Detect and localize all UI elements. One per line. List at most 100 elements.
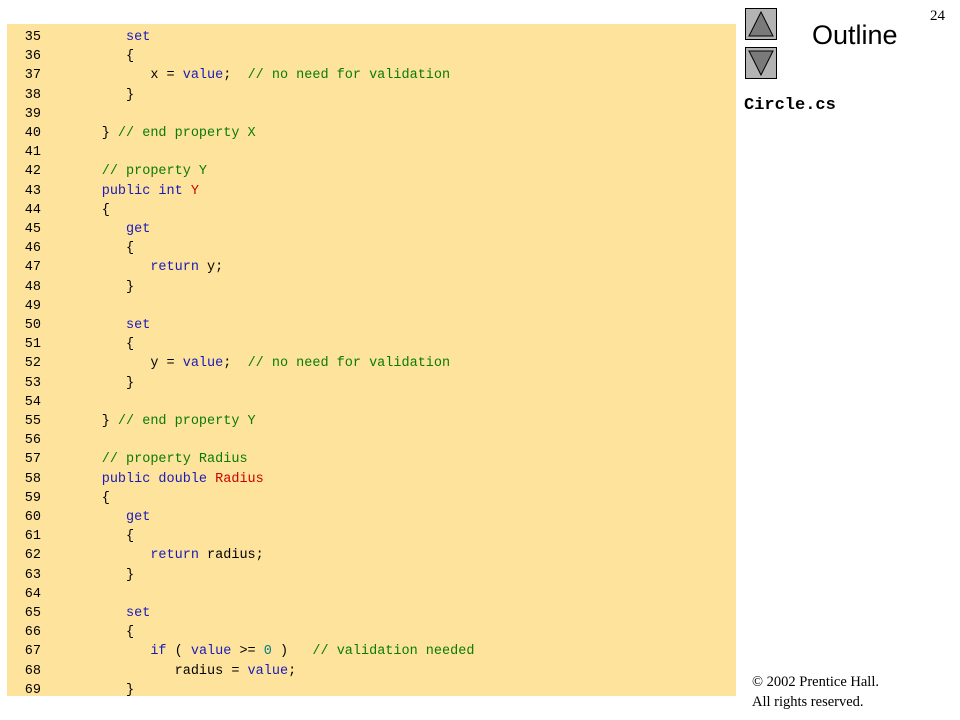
code-token: y = — [45, 356, 183, 372]
code-token: return — [150, 548, 208, 564]
line-number: 52 — [24, 356, 41, 372]
code-token: public double — [101, 471, 216, 487]
code-line: 60 get — [7, 508, 151, 527]
next-slide-button[interactable] — [745, 47, 777, 79]
code-token — [45, 260, 150, 275]
code-line: 48 } — [7, 278, 134, 297]
code-line: 53 } — [7, 374, 134, 393]
code-token: set — [126, 606, 151, 621]
code-line: 59 { — [7, 489, 110, 508]
code-token — [45, 164, 102, 179]
line-number: 41 — [24, 145, 41, 161]
code-token: ; — [223, 356, 248, 372]
line-number: 58 — [24, 471, 41, 487]
line-number: 60 — [24, 510, 41, 525]
triangle-up-icon — [748, 10, 774, 37]
code-token: get — [126, 222, 151, 237]
line-number: 59 — [24, 490, 41, 506]
code-token — [45, 606, 126, 621]
code-line: 46 { — [7, 239, 134, 258]
code-token: radius; — [207, 548, 264, 564]
code-token: ) — [271, 644, 313, 660]
code-line: 42 // property Y — [7, 162, 207, 181]
code-line: 37 x = value; // no need for validation — [7, 66, 450, 85]
code-token: Radius — [215, 471, 264, 487]
line-number: 67 — [24, 644, 41, 660]
code-line: 58 public double Radius — [7, 470, 264, 489]
code-line: 50 set — [7, 316, 151, 335]
code-token — [45, 472, 102, 487]
line-number: 51 — [24, 337, 41, 353]
code-token: // end property Y — [117, 414, 256, 429]
line-number: 42 — [24, 164, 41, 180]
line-number: 49 — [24, 298, 41, 314]
line-number: 39 — [24, 106, 41, 122]
copyright-line: © 2002 Prentice Hall. — [752, 674, 879, 690]
line-number: 68 — [24, 663, 41, 679]
code-line: 49 — [7, 297, 45, 316]
line-number: 55 — [24, 414, 41, 429]
code-token: { — [45, 490, 110, 506]
line-number: 47 — [24, 260, 41, 276]
file-name: Circle.cs — [744, 96, 836, 115]
code-token — [45, 30, 126, 45]
code-line: 54 — [7, 393, 45, 412]
line-number: 54 — [24, 394, 41, 410]
line-number: 45 — [24, 222, 41, 237]
line-number: 53 — [24, 375, 41, 391]
line-number: 43 — [24, 183, 41, 199]
line-number: 61 — [24, 529, 41, 545]
code-line: 65 set — [7, 604, 151, 623]
code-token: } — [45, 279, 135, 295]
code-line: 41 — [7, 143, 45, 162]
code-token: } — [45, 567, 135, 583]
code-token: // no need for validation — [247, 356, 451, 372]
code-token — [45, 510, 126, 525]
code-token: } — [45, 126, 118, 141]
code-line: 63 } — [7, 566, 134, 585]
code-token: // property Radius — [101, 452, 248, 468]
code-token: // property Y — [101, 164, 208, 180]
code-token: } — [45, 375, 135, 391]
line-number: 64 — [24, 586, 41, 602]
code-token: { — [45, 202, 110, 218]
code-token — [45, 222, 126, 237]
code-line: 36 { — [7, 47, 134, 66]
line-number: 56 — [24, 433, 41, 449]
code-token: { — [45, 529, 135, 545]
line-number: 38 — [24, 87, 41, 103]
rights-line: All rights reserved. — [752, 694, 864, 710]
line-number: 48 — [24, 279, 41, 295]
line-number: 36 — [24, 49, 41, 65]
code-token: if — [150, 644, 167, 660]
code-line: 69 } — [7, 681, 134, 696]
code-token — [45, 644, 150, 659]
code-token — [45, 452, 102, 467]
line-number: 40 — [24, 126, 41, 141]
line-number: 37 — [24, 68, 41, 84]
previous-slide-button[interactable] — [745, 8, 777, 40]
code-token: } — [45, 414, 118, 429]
code-token: ; — [223, 68, 248, 84]
code-token: 0 — [263, 644, 272, 660]
code-token: { — [45, 49, 135, 65]
code-token: ( — [166, 644, 191, 660]
code-line: 62 return radius; — [7, 546, 264, 565]
copyright-notice: © 2002 Prentice Hall. All rights reserve… — [752, 672, 879, 712]
code-token — [45, 318, 126, 333]
code-line: 44 { — [7, 201, 110, 220]
code-line: 67 if ( value >= 0 ) // validation neede… — [7, 642, 475, 661]
code-line: 39 — [7, 105, 45, 124]
code-line: 57 // property Radius — [7, 450, 248, 469]
code-token: radius = — [45, 663, 248, 679]
code-line: 56 — [7, 431, 45, 450]
code-line: 66 { — [7, 623, 134, 642]
line-number: 69 — [24, 682, 41, 696]
code-line: 40 } // end property X — [7, 124, 256, 143]
page-number: 24 — [930, 8, 945, 24]
code-line: 52 y = value; // no need for validation — [7, 354, 450, 373]
code-token: return — [150, 260, 208, 276]
line-number: 66 — [24, 625, 41, 641]
line-number: 62 — [24, 548, 41, 564]
